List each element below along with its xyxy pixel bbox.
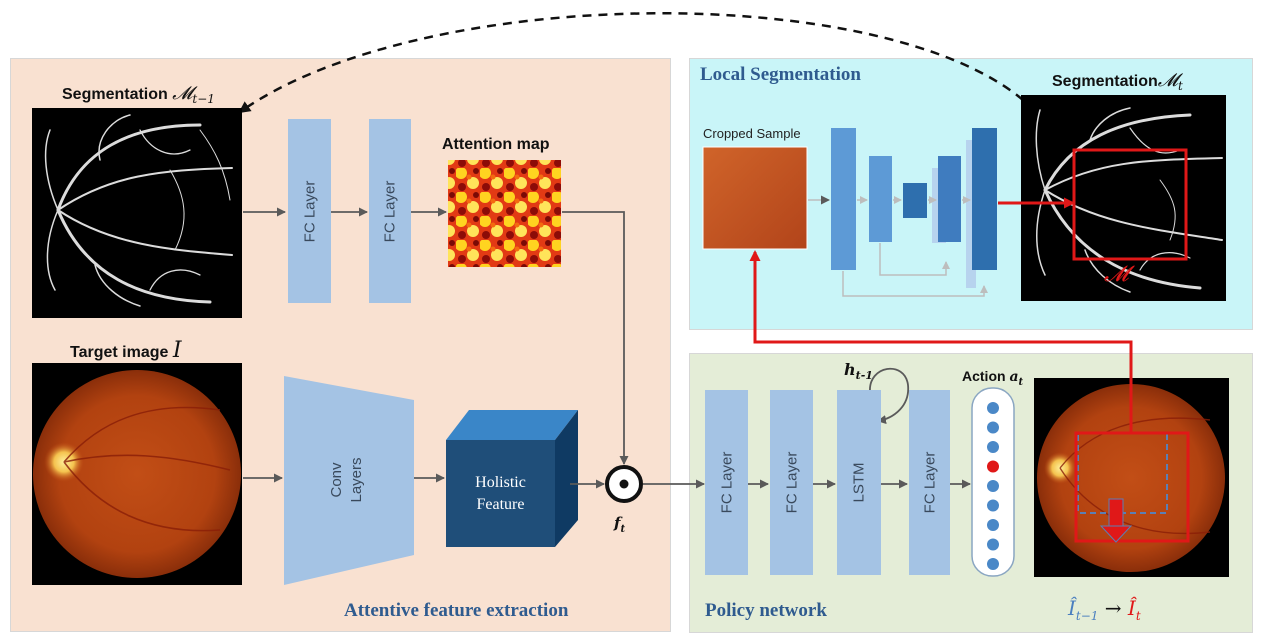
lstm-block: LSTM	[837, 390, 881, 575]
red-crop-feedback	[749, 250, 1133, 433]
holistic-feature-label: Holistic Feature	[475, 474, 526, 513]
policy-fc-layer-2: FC Layer	[770, 390, 813, 575]
unet-skip-outer	[842, 271, 988, 297]
target-image-label: Target image I	[70, 338, 182, 363]
fc-layer-2: FC Layer	[369, 119, 411, 303]
action-dot	[987, 538, 999, 551]
policy-panel-title: Policy network	[705, 600, 827, 621]
multiply-operator	[605, 465, 643, 503]
action-dot	[987, 421, 999, 434]
action-dot	[987, 441, 999, 453]
feedback-arc	[238, 12, 1024, 114]
move-down-arrow-shaft	[1108, 498, 1124, 528]
target-fundus-image	[32, 363, 242, 585]
attentive-panel-title: Attentive feature extraction	[344, 600, 569, 621]
conv-layers-label: Conv Layers	[328, 457, 365, 503]
action-dot	[987, 519, 999, 531]
arrow-attention-to-multiply	[562, 211, 629, 465]
unet-blocks	[831, 128, 997, 288]
segmentation-current-label: Segmentation𝓜t	[1052, 70, 1183, 94]
conv-layers-block	[284, 376, 414, 585]
segmentation-prev-label: Segmentation 𝓜t−1	[62, 83, 215, 107]
mask-label: 𝓜	[1104, 262, 1129, 287]
holistic-feature-cube	[446, 410, 578, 547]
local-panel-title: Local Segmentation	[700, 64, 861, 85]
action-dot	[987, 558, 999, 570]
unet-skip-inner	[879, 243, 950, 276]
policy-fc-layer-3: FC Layer	[909, 390, 950, 575]
action-dot-selected	[987, 460, 999, 473]
cropped-sample-image	[702, 146, 808, 250]
policy-fc-layer-1: FC Layer	[705, 390, 748, 575]
segmentation-prev-image	[32, 108, 242, 318]
hidden-state-label: ht-1	[844, 360, 873, 383]
lstm-recurrent-loop	[869, 367, 909, 425]
move-down-arrow-head	[1099, 525, 1133, 543]
attention-map-label: Attention map	[442, 136, 550, 153]
image-update-label: Ît−1 → Ît	[1068, 596, 1141, 623]
attention-heatmap	[448, 160, 561, 267]
action-dot	[987, 402, 999, 414]
feature-ft-label: ft	[614, 514, 626, 535]
fc-layer-1: FC Layer	[288, 119, 331, 303]
action-label: Action at	[962, 368, 1024, 388]
cropped-sample-label: Cropped Sample	[703, 126, 801, 141]
action-dot	[987, 499, 999, 512]
action-dot	[987, 480, 999, 492]
